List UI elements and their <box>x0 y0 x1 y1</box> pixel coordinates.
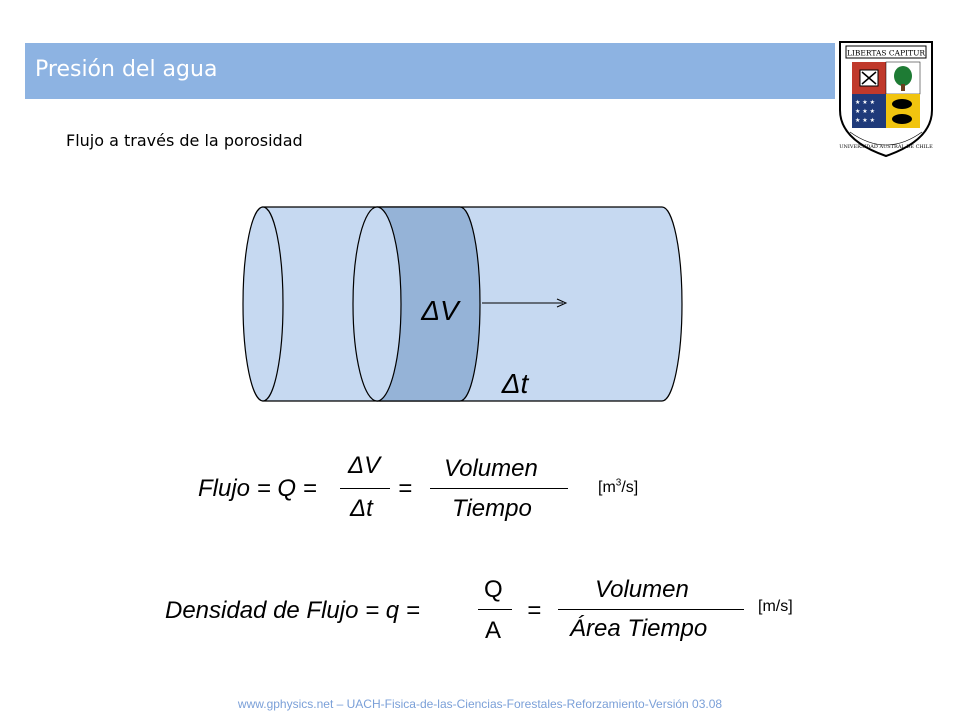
slide-footer: www.gphysics.net – UACH-Fisica-de-las-Ci… <box>237 697 723 711</box>
flux-density-equation-unit: [m/s] <box>758 598 793 615</box>
flow-equation-frac2-numerator: Volumen <box>444 455 538 482</box>
flux-density-equation-frac1-bar <box>478 609 512 610</box>
flux-density-equation-frac2-numerator: Volumen <box>595 576 689 603</box>
flow-equation-frac1-denominator: Δt <box>350 495 373 522</box>
flow-equation-frac1-bar <box>340 488 390 489</box>
flux-density-equation-frac2-denominator: Área Tiempo <box>570 615 708 642</box>
crest-institution: UNIVERSIDAD AUSTRAL DE CHILE <box>839 144 933 150</box>
flow-equation-lhs: Flujo = Q = <box>198 475 317 502</box>
flow-equation-frac2-denominator: Tiempo <box>452 495 532 522</box>
flux-density-equation-equals: = <box>527 597 542 624</box>
flux-density-equation-frac1-denominator: A <box>485 617 502 644</box>
flow-equation-frac2-bar <box>430 488 568 489</box>
flow-equation-equals: = <box>398 475 413 502</box>
pipe-left-end <box>242 206 284 402</box>
volume-slab <box>376 206 481 402</box>
svg-text:★ ★ ★: ★ ★ ★ <box>855 108 875 115</box>
slide-subtitle: Flujo a través de la porosidad <box>66 131 303 150</box>
flux-density-equation-lhs: Densidad de Flujo = q = <box>165 597 420 624</box>
flow-arrow-head <box>556 298 568 308</box>
flux-density-equation-frac2-bar <box>558 609 744 610</box>
crest-motto: LIBERTAS CAPITUR <box>847 49 925 58</box>
university-crest-logo: LIBERTAS CAPITUR ★ ★ ★ ★ ★ ★ ★ ★ ★ UNIVE… <box>839 41 933 158</box>
volume-slab-front-face <box>352 206 402 402</box>
svg-text:★ ★ ★: ★ ★ ★ <box>855 117 875 124</box>
volume-label: ΔV <box>420 295 461 326</box>
flow-equation-unit: [m3/s] <box>598 477 639 496</box>
title-bar: Presión del agua <box>25 43 835 99</box>
flux-density-equation-frac1-numerator: Q <box>484 576 503 603</box>
time-label: Δt <box>501 368 530 399</box>
flow-equation-frac1-numerator: ΔV <box>348 452 381 479</box>
slide-title: Presión del agua <box>35 57 218 82</box>
svg-text:★ ★ ★: ★ ★ ★ <box>855 99 875 106</box>
